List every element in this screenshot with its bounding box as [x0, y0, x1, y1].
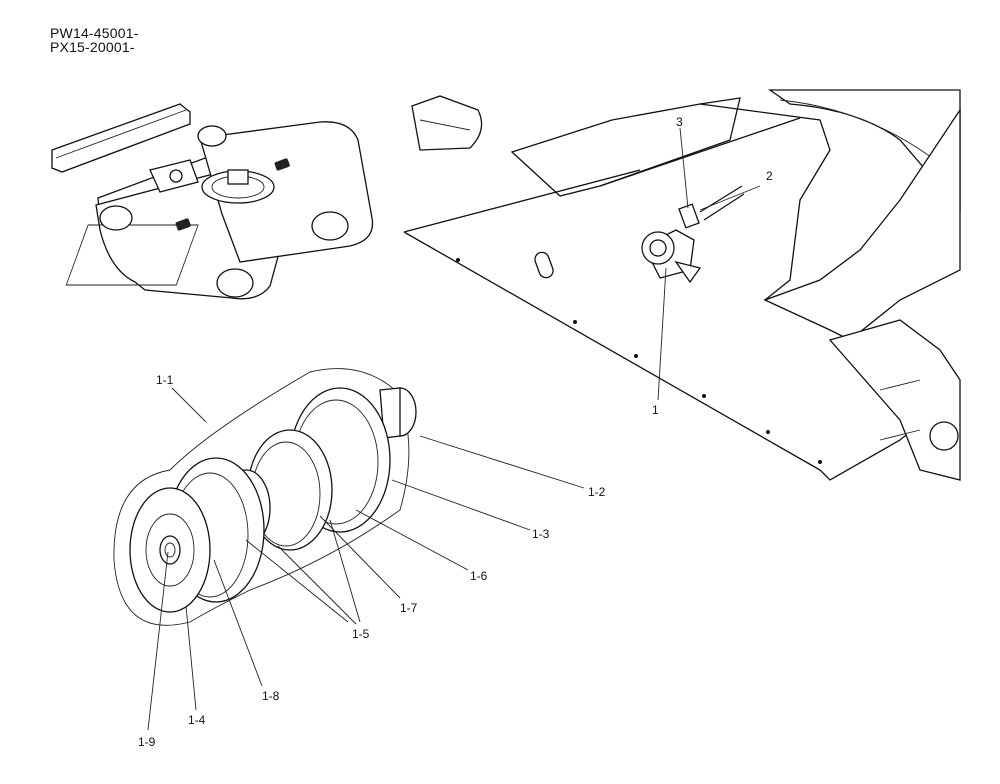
callout-1-9: 1-9 — [138, 735, 156, 749]
callout-2: 2 — [766, 169, 773, 183]
callout-1-8: 1-8 — [262, 689, 280, 703]
callout-1-3: 1-3 — [532, 527, 550, 541]
serial-range-1: PW14-45001- — [50, 25, 139, 41]
callout-1-1: 1-1 — [156, 373, 174, 387]
track-frame — [403, 89, 961, 481]
callout-1-7: 1-7 — [400, 601, 418, 615]
callout-1-4: 1-4 — [188, 713, 206, 727]
leader-lines — [147, 127, 761, 731]
callout-1-5: 1-5 — [352, 627, 370, 641]
serial-range-2: PX15-20001- — [50, 39, 135, 55]
callout-1: 1 — [652, 403, 659, 417]
callout-labels: 1 2 3 1-1 1-2 1-3 1-4 1-5 1-6 1-7 1-8 1-… — [138, 115, 773, 749]
exploded-roller — [113, 368, 417, 626]
callout-1-6: 1-6 — [470, 569, 488, 583]
undercarriage-overview — [51, 103, 374, 300]
callout-1-2: 1-2 — [588, 485, 606, 499]
callout-3: 3 — [676, 115, 683, 129]
